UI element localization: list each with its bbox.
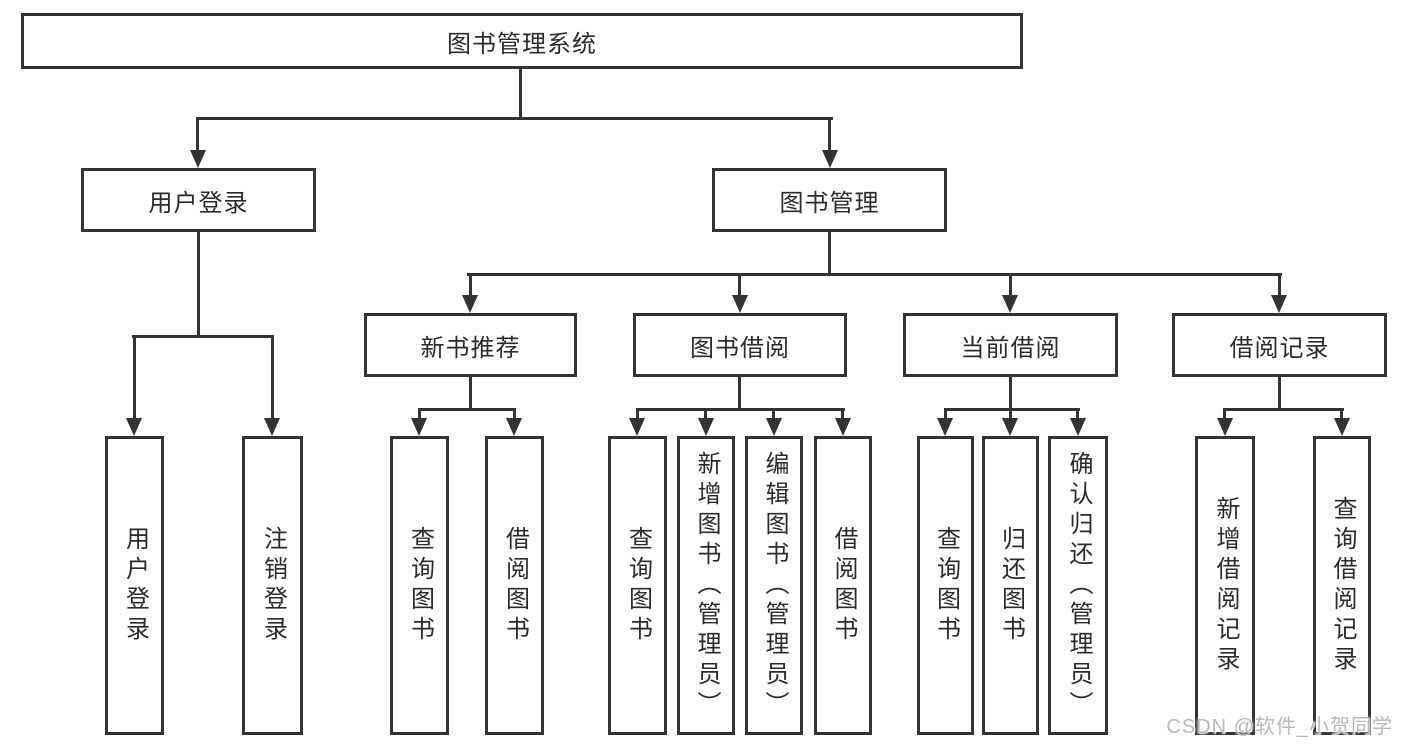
connector-book-mgmt-horizontal xyxy=(467,273,1282,276)
node-label: 当前借阅 xyxy=(960,334,1061,362)
connector-groupD-leaf2 xyxy=(1340,408,1343,422)
connector-user-login-stub xyxy=(197,232,200,338)
leaf-confirm-return-admin: 确认归还（管理员） xyxy=(1048,436,1108,735)
leaf-return-books: 归还图书 xyxy=(982,436,1039,735)
connector-groupD-horizontal xyxy=(1223,408,1344,411)
connector-root-horizontal xyxy=(196,117,833,120)
node-label: 新书推荐 xyxy=(420,334,521,362)
leaf-label: 查询借阅记录 xyxy=(1329,495,1356,676)
arrowhead-down-icon xyxy=(1002,418,1018,436)
connector-groupD-stub xyxy=(1278,377,1281,411)
arrowhead-down-icon xyxy=(1271,295,1287,313)
arrowhead-down-icon xyxy=(835,418,851,436)
connector-to-new-books xyxy=(469,273,472,299)
node-root-library-system: 图书管理系统 xyxy=(21,13,1023,69)
node-label: 图书管理 xyxy=(779,189,880,217)
arrowhead-down-icon xyxy=(264,418,280,436)
connector-groupB-leaf4 xyxy=(841,408,844,422)
leaf-query-books-current: 查询图书 xyxy=(917,436,974,735)
leaf-label: 用户登录 xyxy=(121,525,149,646)
leaf-logout: 注销登录 xyxy=(242,436,303,735)
arrowhead-down-icon xyxy=(506,418,522,436)
node-new-book-recommend: 新书推荐 xyxy=(364,313,577,377)
connector-groupB-leaf2 xyxy=(704,408,707,422)
arrowhead-down-icon xyxy=(411,418,427,436)
arrowhead-down-icon xyxy=(1070,418,1086,436)
connector-groupB-leaf1 xyxy=(636,408,639,422)
connector-groupC-leaf2 xyxy=(1009,408,1012,422)
leaf-query-books-borrowing: 查询图书 xyxy=(608,436,667,735)
node-label: 用户登录 xyxy=(148,189,249,217)
node-label: 借阅记录 xyxy=(1229,334,1330,362)
arrowhead-down-icon xyxy=(698,418,714,436)
arrowhead-down-icon xyxy=(462,295,478,313)
connector-to-book-borrow xyxy=(738,273,741,299)
leaf-borrow-books-borrowing: 借阅图书 xyxy=(814,436,872,735)
arrowhead-down-icon xyxy=(1334,418,1350,436)
connector-to-current-borrow xyxy=(1009,273,1012,299)
arrowhead-down-icon xyxy=(1217,418,1233,436)
leaf-query-borrow-record: 查询借阅记录 xyxy=(1313,436,1371,735)
connector-groupB-leaf3 xyxy=(772,408,775,422)
leaf-label: 查询图书 xyxy=(932,525,960,646)
connector-to-user-login xyxy=(196,117,199,153)
leaf-edit-books-admin: 编辑图书（管理员） xyxy=(745,436,803,735)
node-borrowing-records: 借阅记录 xyxy=(1172,313,1387,377)
leaf-add-borrow-record: 新增借阅记录 xyxy=(1195,436,1255,735)
node-user-login: 用户登录 xyxy=(81,168,316,232)
leaf-label: 编辑图书（管理员） xyxy=(761,450,788,721)
arrowhead-down-icon xyxy=(822,150,838,168)
leaf-label: 归还图书 xyxy=(997,525,1025,646)
node-book-borrowing: 图书借阅 xyxy=(633,313,847,377)
connector-groupB-horizontal xyxy=(636,408,845,411)
connector-to-book-mgmt xyxy=(828,117,831,153)
node-label: 图书管理系统 xyxy=(447,30,597,58)
connector-groupD-leaf1 xyxy=(1223,408,1226,422)
leaf-label: 查询图书 xyxy=(406,525,434,646)
leaf-label: 借阅图书 xyxy=(501,525,529,646)
connector-groupC-leaf3 xyxy=(1076,408,1079,422)
connector-groupB-stub xyxy=(738,377,741,411)
node-current-borrowing: 当前借阅 xyxy=(903,313,1118,377)
leaf-label: 确认归还（管理员） xyxy=(1065,450,1092,721)
leaf-add-books-admin: 新增图书（管理员） xyxy=(677,436,735,735)
arrowhead-down-icon xyxy=(629,418,645,436)
connector-groupC-stub xyxy=(1009,377,1012,411)
arrowhead-down-icon xyxy=(937,418,953,436)
leaf-label: 注销登录 xyxy=(259,525,287,646)
connector-groupA-leaf1 xyxy=(418,408,421,422)
arrowhead-down-icon xyxy=(190,150,206,168)
connector-root-stub xyxy=(519,69,522,120)
connector-groupA-leaf2 xyxy=(513,408,516,422)
leaf-label: 新增借阅记录 xyxy=(1212,495,1239,676)
connector-to-leaf-user-login xyxy=(133,335,136,421)
leaf-borrow-books-recommend: 借阅图书 xyxy=(485,436,544,735)
connector-groupC-horizontal xyxy=(944,408,1080,411)
leaf-user-login: 用户登录 xyxy=(105,436,164,735)
leaf-label: 借阅图书 xyxy=(830,525,857,646)
csdn-watermark: CSDN @软件_小贺同学 xyxy=(1166,716,1393,738)
leaf-label: 查询图书 xyxy=(624,525,652,646)
connector-to-borrow-records xyxy=(1278,273,1281,299)
node-book-management: 图书管理 xyxy=(712,168,947,232)
leaf-query-books-recommend: 查询图书 xyxy=(390,436,449,735)
arrowhead-down-icon xyxy=(766,418,782,436)
connector-user-login-horizontal xyxy=(132,335,274,338)
arrowhead-down-icon xyxy=(126,418,142,436)
connector-groupA-horizontal xyxy=(418,408,516,411)
connector-groupC-leaf1 xyxy=(944,408,947,422)
arrowhead-down-icon xyxy=(732,295,748,313)
connector-to-leaf-logout xyxy=(271,335,274,421)
connector-groupA-stub xyxy=(469,377,472,411)
node-label: 图书借阅 xyxy=(690,334,790,362)
connector-book-mgmt-stub xyxy=(828,232,831,276)
leaf-label: 新增图书（管理员） xyxy=(693,450,720,721)
arrowhead-down-icon xyxy=(1002,295,1018,313)
